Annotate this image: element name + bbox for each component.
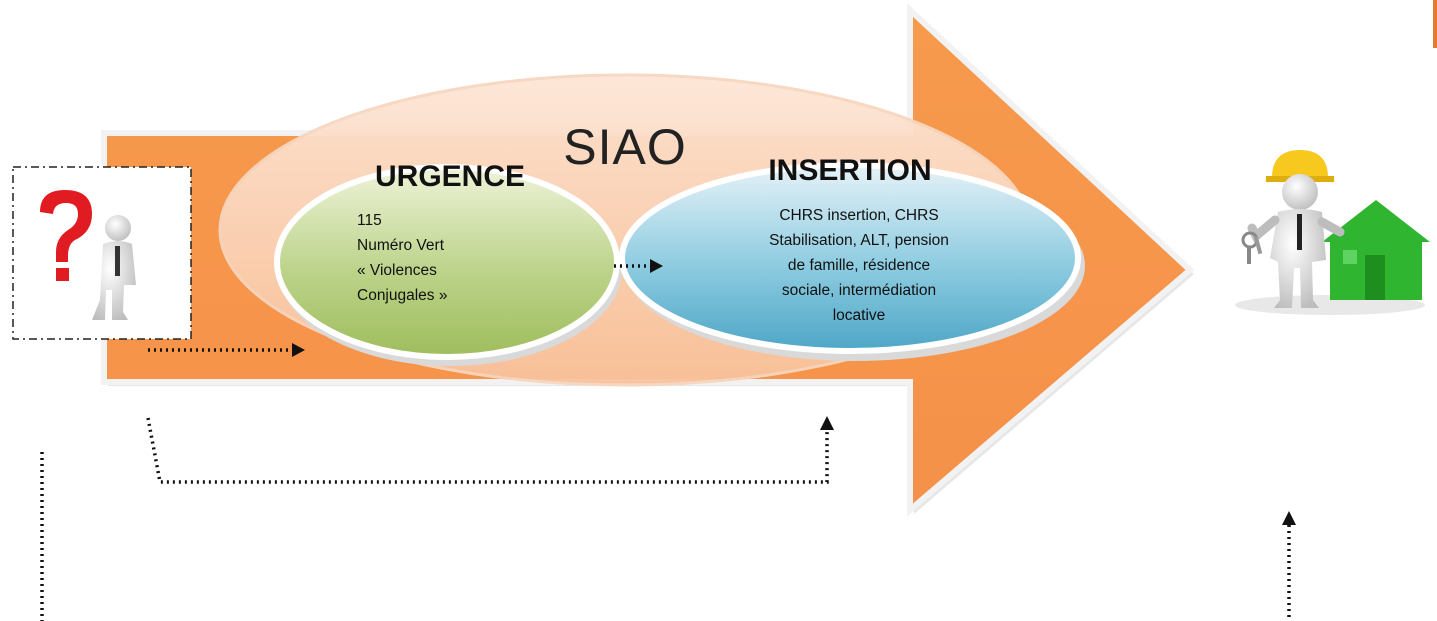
- direct-to-insertion-arrow: [146, 416, 834, 484]
- urgence-line: « Violences: [357, 262, 437, 279]
- insertion-line: de famille, résidence: [787, 257, 931, 274]
- urgence-title: URGENCE: [374, 160, 525, 193]
- urgence-line: Conjugales »: [357, 287, 448, 304]
- siao-title: SIAO: [563, 119, 687, 175]
- insertion-line: locative: [832, 307, 886, 324]
- urgence-ellipse: [274, 164, 622, 366]
- corner-mark: [1433, 0, 1437, 48]
- person-with-question-mark-icon: [40, 190, 136, 320]
- insertion-line: CHRS insertion, CHRS: [779, 207, 939, 224]
- questioning-person-box: [12, 166, 192, 340]
- housing-arrow: [1282, 511, 1296, 621]
- urgence-description: 115 Numéro Vert « Violences Conjugales »: [357, 208, 527, 308]
- insertion-title: INSERTION: [768, 154, 932, 187]
- urgence-to-insertion-arrow: [614, 259, 663, 273]
- insertion-ellipse: [619, 162, 1085, 361]
- urgence-line: Numéro Vert: [357, 237, 445, 254]
- insertion-description: CHRS insertion, CHRS Stabilisation, ALT,…: [734, 203, 984, 328]
- person-with-keys-and-house-icon: [1235, 150, 1430, 315]
- entry-to-urgence-arrow: [148, 343, 305, 357]
- insertion-line: sociale, intermédiation: [781, 282, 937, 299]
- insertion-line: Stabilisation, ALT, pension: [769, 232, 949, 249]
- urgence-line: 115: [357, 212, 382, 229]
